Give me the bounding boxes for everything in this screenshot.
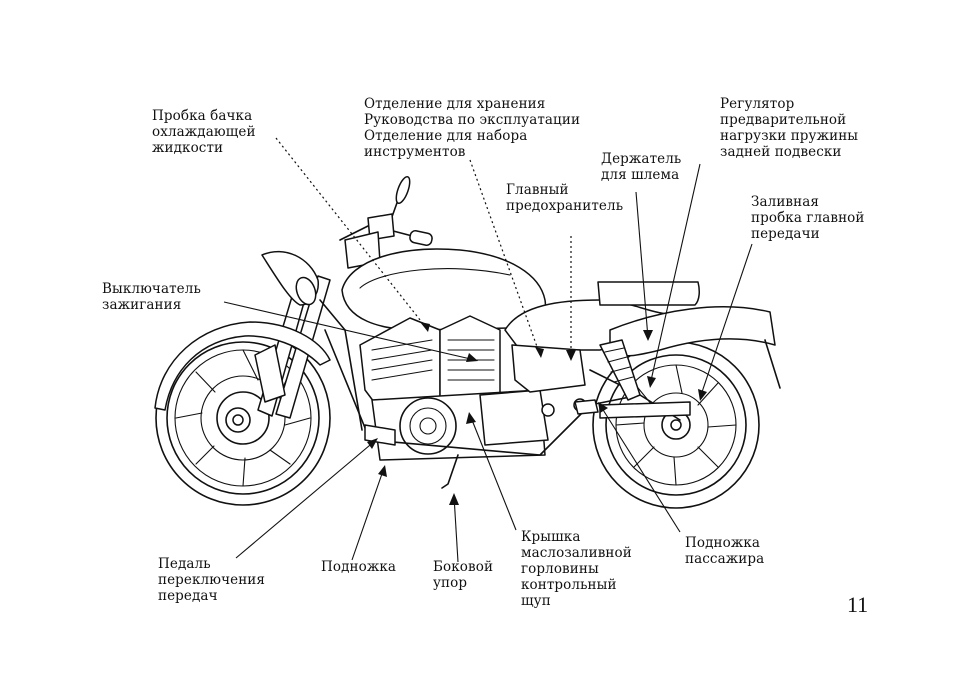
- seat: [504, 281, 726, 351]
- engine: [359, 315, 587, 461]
- rear-shock: [599, 339, 641, 401]
- fuel-tank: [341, 248, 547, 331]
- page-number: 11: [847, 592, 869, 617]
- label-ignition-switch: Выключатель зажигания: [102, 281, 201, 313]
- label-coolant-cap: Пробка бачка охлаждающей жидкости: [152, 108, 256, 156]
- label-gearshift-pedal: Педаль переключения передач: [158, 556, 266, 604]
- leader-arrowheads: [367, 322, 707, 505]
- label-helmet-holder: Держатель для шлема: [601, 151, 682, 183]
- rear-wheel: [592, 341, 760, 509]
- leader-lines: [223, 137, 753, 563]
- handlebar-and-mirror: [339, 175, 433, 269]
- side-panel: [511, 344, 586, 393]
- exhaust: [599, 401, 691, 419]
- label-storage-compartments: Отделение для хранения Руководства по эк…: [364, 96, 581, 160]
- label-spring-preload-adjuster: Регулятор предварительной нагрузки пружи…: [720, 96, 859, 160]
- front-wheel: [155, 330, 331, 506]
- label-main-fuse: Главный предохранитель: [506, 182, 624, 214]
- label-side-stand: Боковой упор: [433, 559, 494, 591]
- label-final-drive-filler-cap: Заливная пробка главной передачи: [751, 194, 865, 242]
- label-footpeg: Подножка: [321, 559, 397, 575]
- rear-fender: [609, 306, 781, 389]
- label-passenger-footpeg: Подножка пассажира: [685, 535, 765, 567]
- front-fender: [154, 321, 331, 411]
- label-oil-filler-dipstick: Крышка маслозаливной горловины контрольн…: [521, 529, 632, 609]
- headlight: [261, 250, 319, 306]
